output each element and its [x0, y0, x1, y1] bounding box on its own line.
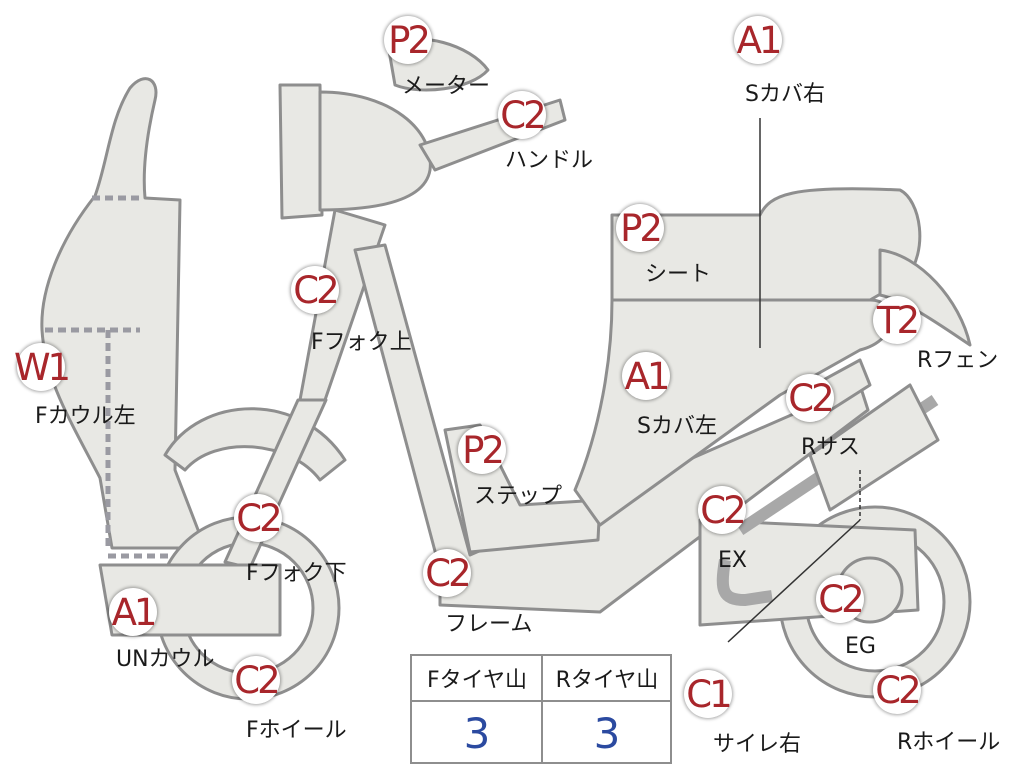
label-under-cowl: UNカウル: [116, 647, 215, 672]
marker-seat[interactable]: P2: [616, 204, 664, 252]
label-handle: ハンドル: [505, 148, 594, 173]
marker-code: C2: [818, 577, 864, 621]
marker-code: A1: [111, 590, 158, 634]
front-cowl-part: [40, 77, 207, 550]
marker-code: C2: [700, 488, 746, 532]
label-seat: シート: [645, 262, 712, 287]
marker-rear-suspension[interactable]: C2: [786, 374, 835, 422]
marker-code: C2: [236, 496, 282, 540]
marker-rear-wheel[interactable]: C2: [873, 666, 922, 714]
marker-front-cowl-left[interactable]: W1: [13, 343, 71, 391]
marker-front-fork-upper[interactable]: C2: [291, 266, 340, 314]
marker-meter[interactable]: P2: [384, 16, 432, 64]
marker-step[interactable]: P2: [458, 426, 506, 474]
label-silencer-right: サイレ右: [713, 732, 802, 757]
marker-code: C2: [234, 658, 280, 702]
marker-code: T2: [876, 298, 920, 342]
label-rear-wheel: Rホイール: [897, 730, 1001, 755]
marker-code: C2: [425, 551, 471, 595]
label-front-cowl-left: Fカウル左: [35, 404, 136, 429]
label-exhaust: EX: [718, 548, 747, 573]
headlight-part: [278, 83, 324, 220]
label-side-cover-right: Sカバ右: [745, 82, 825, 107]
marker-code: P2: [388, 18, 431, 62]
marker-frame[interactable]: C2: [423, 549, 472, 597]
marker-code: P2: [620, 206, 663, 250]
header-rear-tire-tread: Rタイヤ山: [542, 656, 672, 702]
marker-front-fork-lower[interactable]: C2: [234, 494, 283, 542]
label-front-fork-upper: Fフォク上: [311, 330, 412, 355]
label-side-cover-left: Sカバ左: [637, 414, 717, 439]
marker-code: C2: [788, 376, 834, 420]
marker-code: C2: [500, 93, 546, 137]
marker-code: A1: [736, 18, 783, 62]
label-step: ステップ: [474, 484, 563, 509]
label-front-wheel: Fホイール: [246, 718, 347, 743]
marker-code: W1: [13, 345, 71, 389]
marker-code: C1: [686, 672, 732, 716]
label-rear-suspension: Rサス: [801, 435, 860, 460]
marker-silencer-right[interactable]: C1: [684, 670, 733, 718]
table-divider: [541, 656, 543, 762]
marker-under-cowl[interactable]: A1: [109, 588, 157, 636]
marker-exhaust[interactable]: C2: [698, 486, 747, 534]
label-engine: EG: [845, 634, 876, 659]
label-frame: フレーム: [445, 612, 533, 637]
marker-engine[interactable]: C2: [816, 575, 865, 623]
value-rear-tire-tread: 3: [593, 708, 621, 758]
label-front-fork-lower: Fフォク下: [246, 561, 347, 586]
marker-handle[interactable]: C2: [498, 91, 547, 139]
marker-code: A1: [624, 354, 671, 398]
value-front-tire-tread: 3: [463, 708, 491, 758]
label-rear-fender: Rフェン: [917, 348, 999, 373]
tire-tread-table: Fタイヤ山 Rタイヤ山 3 3: [410, 654, 672, 764]
marker-side-cover-right[interactable]: A1: [734, 16, 782, 64]
label-meter: メーター: [402, 74, 491, 99]
marker-code: C2: [293, 268, 339, 312]
rear-suspension-part: [808, 383, 940, 512]
marker-code: C2: [875, 668, 921, 712]
marker-front-wheel[interactable]: C2: [232, 656, 281, 704]
marker-code: P2: [462, 428, 505, 472]
header-front-tire-tread: Fタイヤ山: [412, 656, 542, 702]
marker-rear-fender[interactable]: T2: [873, 296, 921, 344]
marker-side-cover-left[interactable]: A1: [622, 352, 670, 400]
